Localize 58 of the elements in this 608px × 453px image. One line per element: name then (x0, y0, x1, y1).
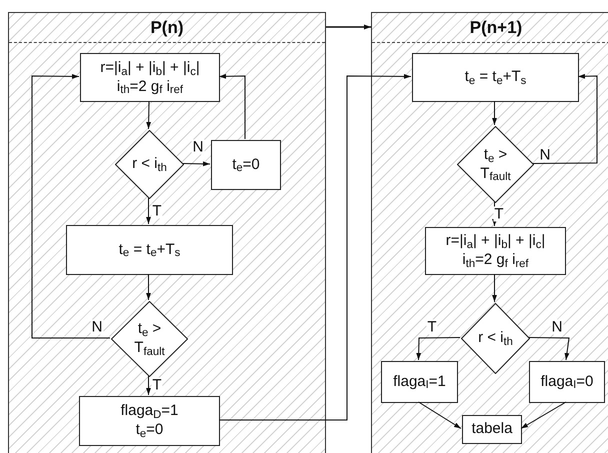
edge-label: T (426, 320, 438, 334)
swimlane-panel (371, 12, 608, 453)
condition-text: r < i$_{th}$ (131, 155, 168, 174)
formula-text: r=|i$_{a}$| + |i$_{b}$| + |i$_{c}$| (446, 232, 546, 251)
edge-label: N (550, 320, 564, 334)
arrow (492, 100, 497, 126)
arrow (492, 202, 497, 226)
arrow (182, 161, 210, 166)
edge-label: N (90, 320, 104, 334)
decision-diamond (461, 303, 530, 374)
arrow (146, 376, 151, 396)
process-box (381, 361, 458, 403)
edge-label: N (192, 140, 204, 154)
arrow (218, 74, 412, 420)
decision-diamond (457, 126, 534, 203)
arrow (418, 402, 462, 429)
formula-text: t$_{e}$=0 (232, 156, 260, 174)
process-box (462, 415, 522, 444)
decision-diamond (115, 130, 184, 199)
formula-text: tabela (472, 420, 512, 439)
process-box (66, 225, 233, 275)
edge-label: T (151, 204, 163, 218)
decision-diamond (111, 301, 188, 377)
formula-text: t$_{e}$ = t$_{e}$+T$_{s}$ (464, 68, 526, 87)
process-box (412, 53, 579, 102)
arrow (32, 74, 110, 338)
formula-text: flaga$_{D}$=1 (120, 402, 178, 421)
arrow (528, 337, 570, 360)
condition-text: r < i$_{th}$ (477, 329, 514, 348)
arrow (492, 274, 497, 302)
process-box (425, 227, 566, 275)
edge-label: T (151, 378, 163, 392)
arrow (416, 337, 460, 360)
formula-text: t$_{e}$=0 (136, 421, 164, 440)
formula-text: t$_{e}$ = t$_{e}$+T$_{s}$ (118, 240, 180, 260)
process-box (211, 140, 281, 190)
formula-text: flaga$_{I}$=0 (540, 372, 594, 392)
swimlane-panel (8, 12, 326, 453)
edge-label: T (493, 206, 505, 222)
arrow (146, 274, 151, 300)
arrow (146, 198, 151, 224)
edge-label: N (538, 148, 552, 162)
arrow (520, 402, 566, 429)
formula-text: flaga$_{I}$=1 (393, 372, 446, 392)
arrow (326, 24, 371, 30)
condition-text: t$_{e}$ > T$_{fault}$ (133, 320, 166, 358)
panel-title: P(n) (150, 16, 184, 38)
condition-text: t$_{e}$ > T$_{fault}$ (479, 146, 512, 184)
process-box (80, 53, 220, 102)
formula-text: i$_{th}$=2 g$_{f}$ i$_{ref}$ (462, 251, 529, 270)
arrow (532, 74, 598, 164)
process-box (529, 361, 605, 403)
arrow (218, 74, 246, 140)
formula-text: i$_{th}$=2 g$_{f}$ i$_{ref}$ (116, 78, 184, 96)
panel-title: P(n+1) (470, 16, 522, 38)
arrow (146, 100, 152, 130)
formula-text: r=|i$_{a}$| + |i$_{b}$| + |i$_{c}$| (100, 58, 200, 78)
process-box (79, 396, 220, 446)
